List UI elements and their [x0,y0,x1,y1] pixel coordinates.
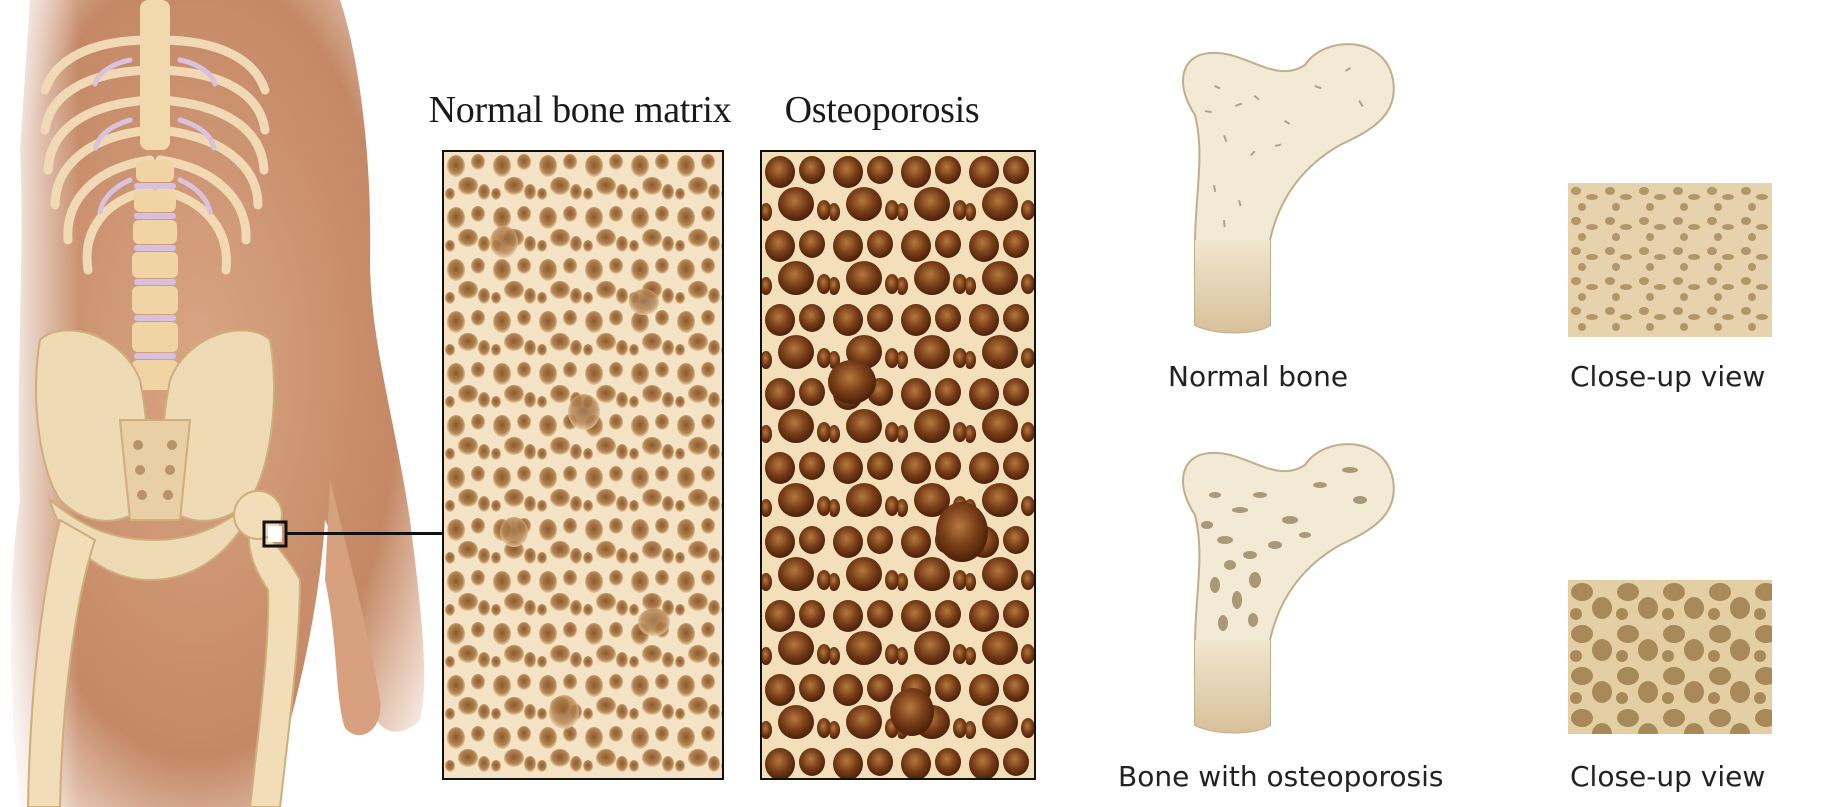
anatomy-illustration [0,0,440,807]
closeup-view-caption-top: Close-up view [1570,360,1765,393]
bone-with-osteoporosis-caption: Bone with osteoporosis [1118,760,1443,793]
osteoporosis-matrix-panel [760,150,1036,780]
osteoporosis-closeup-texture [1568,580,1772,734]
callout-connector [286,532,444,535]
normal-bone-caption: Normal bone [1168,360,1348,393]
normal-bone-matrix-title: Normal bone matrix [420,88,740,132]
normal-closeup-view [1568,183,1772,337]
normal-bone-matrix-texture [444,152,722,778]
normal-femur-diagram [1155,25,1395,335]
osteoporosis-matrix-texture [762,152,1034,778]
osteoporosis-femur-diagram [1155,425,1395,735]
osteoporosis-closeup-view [1568,580,1772,734]
osteoporosis-title: Osteoporosis [722,88,1042,132]
closeup-view-caption-bottom: Close-up view [1570,760,1765,793]
normal-closeup-texture [1568,183,1772,337]
normal-bone-matrix-panel [442,150,724,780]
